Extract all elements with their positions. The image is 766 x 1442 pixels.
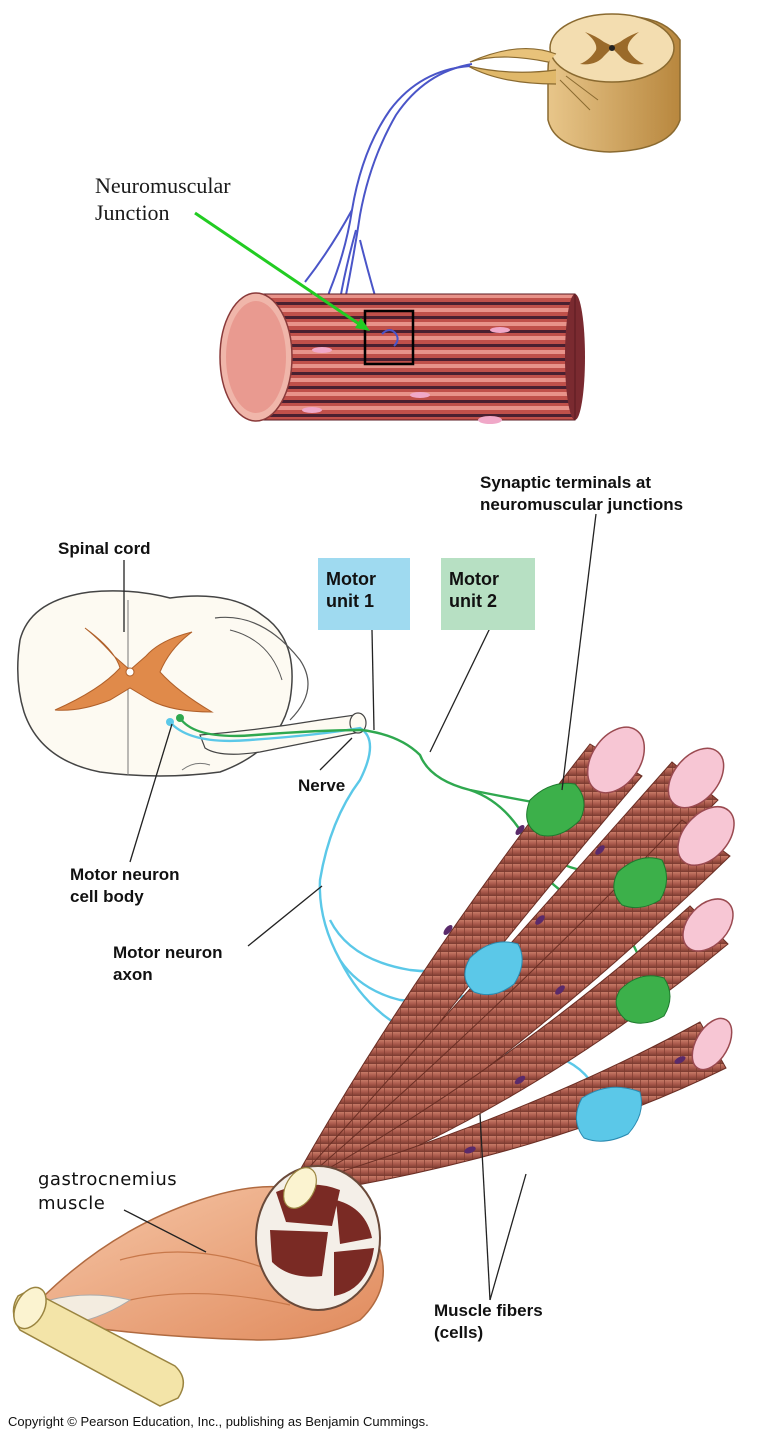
spinal-cord-segment-illustration (468, 14, 680, 152)
nmj-label-line1: Neuromuscular (95, 172, 231, 199)
synaptic-terminals-label-line2: neuromuscular junctions (480, 494, 683, 516)
axon-label-line2: axon (113, 964, 223, 986)
motor-neuron-cell-body-label: Motor neuron cell body (70, 864, 180, 908)
axon-label-line1: Motor neuron (113, 942, 223, 964)
motor-unit-1-label-line2: unit 1 (326, 590, 402, 612)
muscle-fibers-label-line2: (cells) (434, 1322, 543, 1344)
copyright-notice: Copyright © Pearson Education, Inc., pub… (8, 1414, 429, 1429)
gastrocnemius-label-line1: gastrocnemius (38, 1168, 177, 1192)
nmj-label: Neuromuscular Junction (95, 172, 231, 226)
gastrocnemius-label-line2: muscle (38, 1192, 177, 1216)
motor-neuron-axon-label: Motor neuron axon (113, 942, 223, 986)
gastrocnemius-label: gastrocnemius muscle (38, 1168, 177, 1216)
muscle-fibers-label-line1: Muscle fibers (434, 1300, 543, 1322)
muscle-fibers-label: Muscle fibers (cells) (434, 1300, 543, 1344)
motor-unit-1-label: Motor unit 1 (318, 558, 410, 630)
cell-body-label-line2: cell body (70, 886, 180, 908)
synaptic-terminals-label-line1: Synaptic terminals at (480, 472, 683, 494)
synaptic-terminals-label: Synaptic terminals at neuromuscular junc… (480, 472, 683, 516)
motor-unit-2-label: Motor unit 2 (441, 558, 535, 630)
cell-body-label-line1: Motor neuron (70, 864, 180, 886)
spinal-cord-cross-section (18, 591, 366, 776)
nerve-label: Nerve (298, 775, 345, 797)
muscle-fibers (300, 717, 745, 1190)
motor-unit-2-label-line2: unit 2 (449, 590, 527, 612)
top-panel (195, 14, 680, 424)
muscle-fiber-cylinder (220, 293, 585, 424)
motor-unit-2-label-line1: Motor (449, 568, 527, 590)
nmj-label-line2: Junction (95, 199, 231, 226)
motor-unit-1-label-line1: Motor (326, 568, 402, 590)
spinal-cord-label: Spinal cord (58, 538, 151, 560)
